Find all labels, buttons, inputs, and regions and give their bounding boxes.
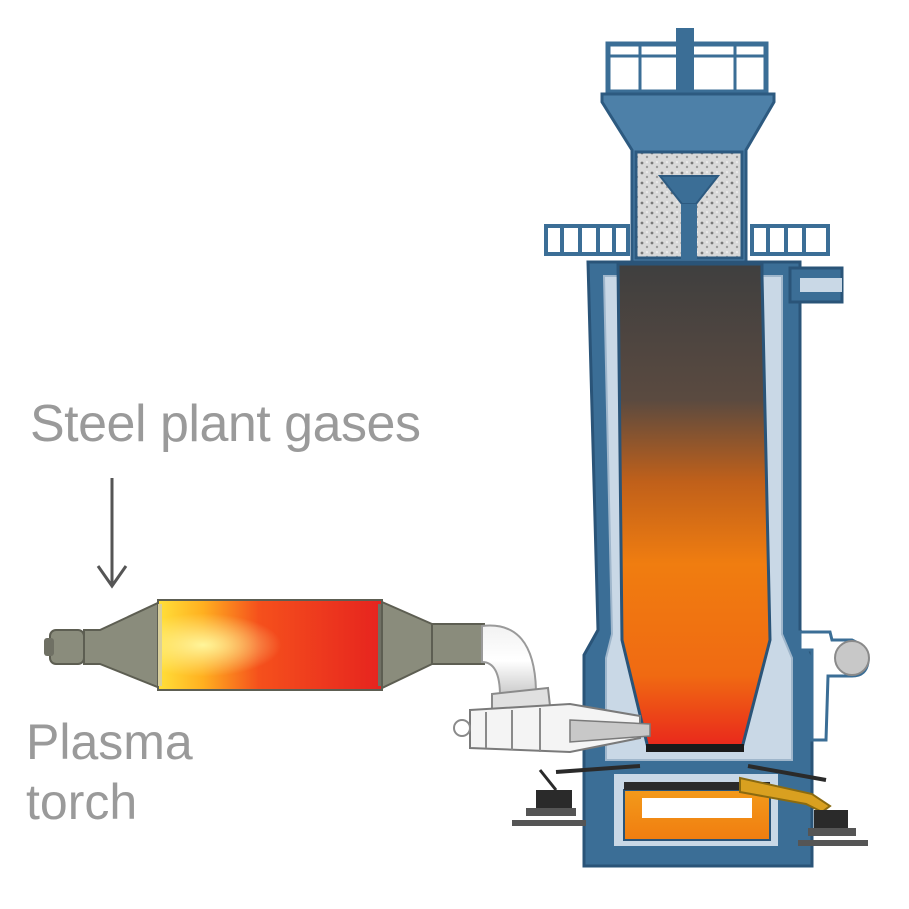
left-support xyxy=(512,769,586,826)
torch-nozzle xyxy=(49,629,85,665)
plasma-torch-label-line2: torch xyxy=(26,774,138,830)
right-support xyxy=(798,810,868,846)
torch-front-cone xyxy=(381,600,433,690)
hearth-inner-lining xyxy=(642,798,752,818)
gas-inlet-arrow xyxy=(96,478,128,589)
platform-left xyxy=(544,224,630,256)
elbow-pipe xyxy=(481,624,538,698)
bell-rod xyxy=(681,204,697,260)
tuyere-wheel xyxy=(453,719,471,737)
steel-plant-gases-label: Steel plant gases xyxy=(30,395,421,453)
hot-blast-valve xyxy=(834,640,870,676)
torch-flame-core xyxy=(158,600,382,690)
hearth-top-band xyxy=(624,782,770,790)
blast-furnace xyxy=(512,28,870,868)
tuyere-nose xyxy=(569,719,651,743)
platform-right xyxy=(750,224,830,256)
plasma-torch-label: Plasma torch xyxy=(26,712,193,832)
plasma-torch-label-line1: Plasma xyxy=(26,714,193,770)
furnace-shaft xyxy=(616,262,772,750)
torch-rear-cone xyxy=(83,600,161,690)
torch-nozzle-cap xyxy=(44,638,54,656)
furnace-vent-pipe xyxy=(676,28,694,96)
torch-outlet-tube xyxy=(431,623,485,665)
bosh-line xyxy=(646,744,744,752)
gas-offtake-lining xyxy=(800,278,842,292)
plasma-torch xyxy=(44,599,651,754)
tuyere-ring xyxy=(555,764,827,782)
